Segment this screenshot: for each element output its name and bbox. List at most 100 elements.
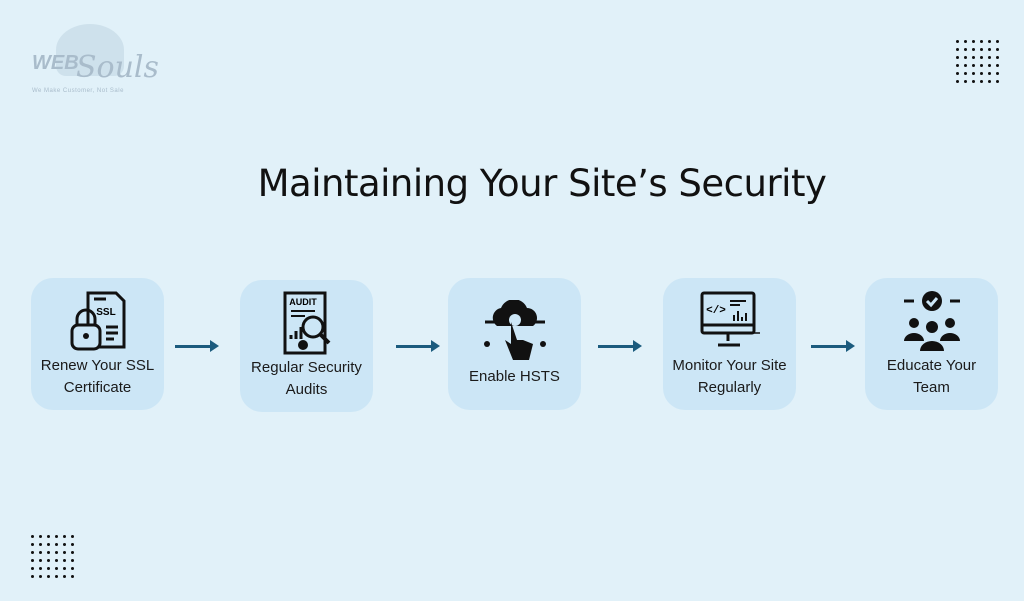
dot (956, 40, 959, 43)
dot (39, 567, 42, 570)
svg-text:AUDIT: AUDIT (289, 297, 317, 307)
dot-grid-decoration (956, 40, 999, 83)
dot (63, 575, 66, 578)
dot (988, 40, 991, 43)
step-label: Enable HSTS (469, 368, 560, 385)
dot (956, 48, 959, 51)
arrow-icon (598, 340, 642, 352)
dot (972, 40, 975, 43)
dot (956, 64, 959, 67)
step-label: Regular Security Audits (251, 359, 362, 398)
dot (47, 551, 50, 554)
step-card-educate: Educate Your Team (865, 278, 998, 410)
dot (47, 575, 50, 578)
dot (55, 543, 58, 546)
dot (31, 575, 34, 578)
dot (964, 80, 967, 83)
dot (63, 567, 66, 570)
dot (55, 575, 58, 578)
step-card-monitor: </> Monitor Your Site Regularly (663, 278, 796, 410)
dot (972, 72, 975, 75)
step-card-ssl: SSL Renew Your SSL Certificate (31, 278, 164, 410)
dot (996, 72, 999, 75)
cloud-touch-network-icon (483, 300, 546, 360)
step-label: Monitor Your Site Regularly (672, 357, 787, 396)
logo-tagline: We Make Customer, Not Sale (32, 88, 124, 94)
logo-souls: Souls (76, 50, 159, 85)
dot (71, 543, 74, 546)
logo-web: WEB (32, 52, 79, 74)
dot (980, 64, 983, 67)
dot (980, 40, 983, 43)
audit-report-magnifier-icon: AUDIT (283, 291, 330, 355)
dot (47, 559, 50, 562)
dot (964, 40, 967, 43)
page-title: Maintaining Your Site’s Security (257, 162, 827, 205)
ssl-certificate-lock-icon: SSL (70, 291, 125, 351)
dot (980, 80, 983, 83)
dot (47, 543, 50, 546)
dot (964, 64, 967, 67)
svg-text:</>: </> (706, 305, 726, 317)
websouls-logo: WEB Souls We Make Customer, Not Sale (26, 22, 159, 98)
dot (39, 543, 42, 546)
step-label: Renew Your SSL Certificate (40, 357, 155, 396)
dot (63, 551, 66, 554)
dot (55, 535, 58, 538)
dot (55, 551, 58, 554)
step-label: Educate Your Team (886, 357, 977, 396)
dot (988, 56, 991, 59)
dot (31, 559, 34, 562)
dot (956, 80, 959, 83)
dot (31, 567, 34, 570)
dot (964, 48, 967, 51)
dot (964, 72, 967, 75)
dot (988, 72, 991, 75)
arrow-icon (175, 340, 219, 352)
dot (996, 64, 999, 67)
dot (31, 543, 34, 546)
dot-grid-decoration (31, 535, 74, 578)
dot (996, 80, 999, 83)
dot (39, 535, 42, 538)
dot (55, 567, 58, 570)
step-card-audit: AUDIT Regular Security Audits (240, 280, 373, 412)
dot (996, 56, 999, 59)
dot (972, 64, 975, 67)
dot (996, 40, 999, 43)
dot (39, 559, 42, 562)
dot (988, 48, 991, 51)
dot (55, 559, 58, 562)
dot (956, 56, 959, 59)
dot (63, 559, 66, 562)
step-card-hsts: Enable HSTS (448, 278, 581, 410)
dot (71, 535, 74, 538)
dot (63, 535, 66, 538)
arrow-icon (811, 340, 855, 352)
dot (31, 535, 34, 538)
dot (71, 559, 74, 562)
dot (47, 535, 50, 538)
dot (980, 56, 983, 59)
monitor-code-chart-icon: </> (700, 291, 760, 347)
dot (964, 56, 967, 59)
dot (956, 72, 959, 75)
dot (980, 72, 983, 75)
dot (972, 56, 975, 59)
dot (31, 551, 34, 554)
dot (47, 567, 50, 570)
dot (980, 48, 983, 51)
dot (988, 64, 991, 67)
dot (996, 48, 999, 51)
dot (71, 551, 74, 554)
dot (39, 575, 42, 578)
arrow-icon (396, 340, 440, 352)
dot (71, 567, 74, 570)
dot (988, 80, 991, 83)
dot (63, 543, 66, 546)
globe-icon (56, 24, 124, 76)
dot (972, 80, 975, 83)
dot (39, 551, 42, 554)
team-check-icon (903, 291, 960, 351)
dot (972, 48, 975, 51)
